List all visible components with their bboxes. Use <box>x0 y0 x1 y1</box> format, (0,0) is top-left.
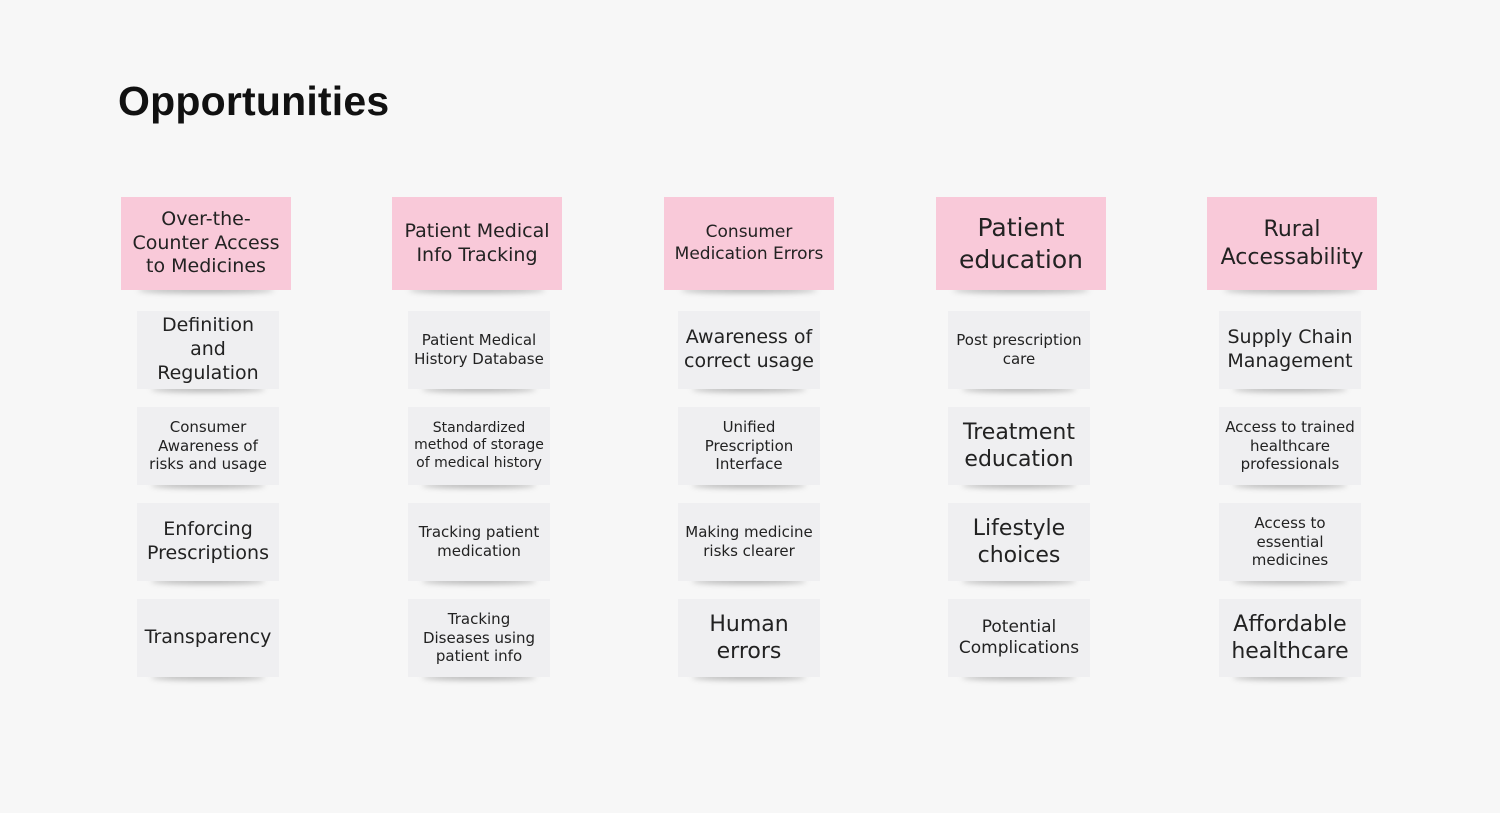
header-note[interactable]: Rural Accessability <box>1207 197 1377 290</box>
sticky-note[interactable]: Consumer Awareness of risks and usage <box>137 407 279 485</box>
sticky-note[interactable]: Definition and Regulation <box>137 311 279 389</box>
header-note[interactable]: Patient Medical Info Tracking <box>392 197 562 290</box>
sticky-note[interactable]: Access to essential medicines <box>1219 503 1361 581</box>
sticky-note[interactable]: Access to trained healthcare professiona… <box>1219 407 1361 485</box>
sticky-note[interactable]: Treatment education <box>948 407 1090 485</box>
sticky-note[interactable]: Human errors <box>678 599 820 677</box>
header-note[interactable]: Consumer Medication Errors <box>664 197 834 290</box>
sticky-note[interactable]: Making medicine risks clearer <box>678 503 820 581</box>
sticky-note[interactable]: Tracking patient medication <box>408 503 550 581</box>
sticky-note[interactable]: Post prescription care <box>948 311 1090 389</box>
header-note[interactable]: Patient education <box>936 197 1106 290</box>
sticky-note[interactable]: Transparency <box>137 599 279 677</box>
sticky-note[interactable]: Potential Complications <box>948 599 1090 677</box>
sticky-note[interactable]: Patient Medical History Database <box>408 311 550 389</box>
sticky-note[interactable]: Lifestyle choices <box>948 503 1090 581</box>
sticky-note[interactable]: Awareness of correct usage <box>678 311 820 389</box>
sticky-note[interactable]: Affordable healthcare <box>1219 599 1361 677</box>
sticky-note[interactable]: Unified Prescription Interface <box>678 407 820 485</box>
sticky-note[interactable]: Enforcing Prescriptions <box>137 503 279 581</box>
sticky-note[interactable]: Supply Chain Management <box>1219 311 1361 389</box>
page-title: Opportunities <box>118 78 390 124</box>
header-note[interactable]: Over-the-Counter Access to Medicines <box>121 197 291 290</box>
sticky-note[interactable]: Tracking Diseases using patient info <box>408 599 550 677</box>
sticky-note[interactable]: Standardized method of storage of medica… <box>408 407 550 485</box>
